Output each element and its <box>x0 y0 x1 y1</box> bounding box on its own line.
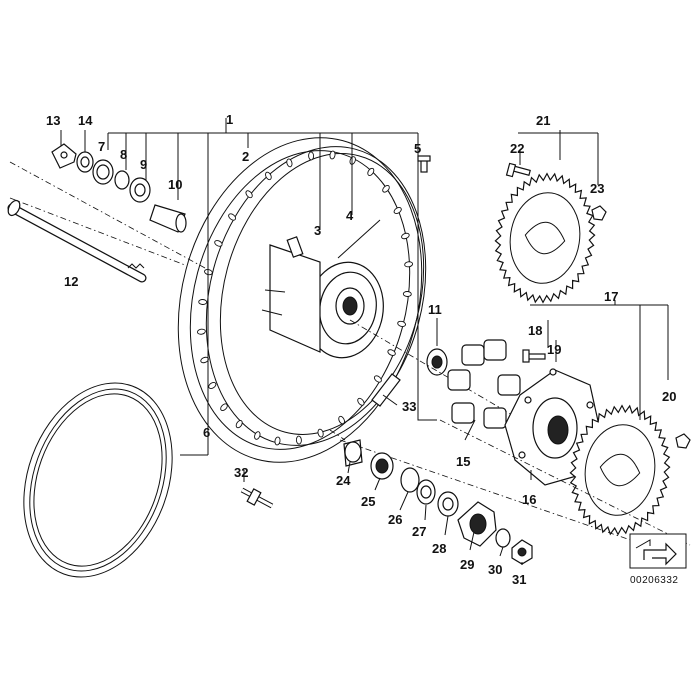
callout-32: 32 <box>234 465 248 480</box>
callout-2: 2 <box>242 149 249 164</box>
rim-hole <box>382 185 390 193</box>
rim-hole <box>265 171 272 181</box>
callout-12: 12 <box>64 274 78 289</box>
callout-1: 1 <box>226 112 233 127</box>
rim-hole <box>196 328 206 335</box>
callout-31: 31 <box>512 572 526 587</box>
rim-hole <box>214 240 223 247</box>
rim-hole <box>308 151 315 161</box>
callout-25: 25 <box>361 494 375 509</box>
leader-lines <box>60 118 669 565</box>
callout-14: 14 <box>78 113 93 128</box>
callout-18: 18 <box>528 323 542 338</box>
sprocket-17 <box>569 404 671 536</box>
rim-hole <box>245 190 253 199</box>
reference-box: 00206332 <box>629 533 687 586</box>
sprocket-21 <box>494 172 596 304</box>
axis-line-upper <box>9 161 206 269</box>
washer-19 <box>549 368 557 376</box>
rim-hole <box>349 156 356 165</box>
right-hub-parts <box>343 439 533 565</box>
diagram-reference-number: 00206332 <box>630 575 679 586</box>
rim-hole <box>373 375 382 383</box>
callout-24: 24 <box>336 473 351 488</box>
callout-8: 8 <box>120 147 127 162</box>
rim-hole <box>393 207 402 214</box>
rim-hole <box>208 382 217 389</box>
rim-hole <box>235 420 243 429</box>
rear-axle <box>7 199 147 283</box>
rim-hole <box>220 403 228 411</box>
rim-hole <box>198 299 208 305</box>
tire-band <box>23 382 173 578</box>
wheel-hub <box>261 236 384 359</box>
rim-hole <box>367 167 375 176</box>
rim-hole <box>404 261 414 268</box>
callout-17: 17 <box>604 289 618 304</box>
callout-labels: 1 2 3 4 5 6 7 8 9 10 11 12 13 14 15 16 1… <box>46 112 676 587</box>
callout-6: 6 <box>203 425 210 440</box>
axis-line-lower <box>9 197 186 266</box>
tire-valve <box>240 487 274 509</box>
cush-drive-rubbers <box>447 339 521 429</box>
nut-23 <box>591 205 607 221</box>
rim-hole <box>228 213 237 221</box>
callout-29: 29 <box>460 557 474 572</box>
callout-10: 10 <box>168 177 182 192</box>
callout-15: 15 <box>456 454 470 469</box>
callout-16: 16 <box>522 492 536 507</box>
bearing-11 <box>426 348 448 376</box>
callout-23: 23 <box>590 181 604 196</box>
callout-5: 5 <box>414 141 421 156</box>
callout-4: 4 <box>346 208 354 223</box>
callout-7: 7 <box>98 139 105 154</box>
callout-28: 28 <box>432 541 446 556</box>
rim-hole <box>357 397 365 406</box>
callout-9: 9 <box>140 157 147 172</box>
spoke <box>337 219 381 259</box>
callout-13: 13 <box>46 113 60 128</box>
callout-22: 22 <box>510 141 524 156</box>
arrow-icon <box>643 542 677 566</box>
callout-30: 30 <box>488 562 502 577</box>
rim-hole <box>397 320 406 327</box>
callout-20: 20 <box>662 389 676 404</box>
rim-hole <box>402 291 412 297</box>
callout-27: 27 <box>412 524 426 539</box>
bolt-22 <box>505 162 531 178</box>
rim-hole <box>401 232 410 240</box>
callout-3: 3 <box>314 223 321 238</box>
rim-hole <box>387 349 396 356</box>
rim-hole <box>254 431 261 440</box>
left-hub-parts <box>51 143 187 233</box>
callout-11: 11 <box>428 302 442 317</box>
callout-33: 33 <box>402 399 416 414</box>
sleeve-33 <box>371 373 401 407</box>
bolt-18 <box>522 349 546 363</box>
valve-screw <box>417 155 431 173</box>
callout-21: 21 <box>536 113 550 128</box>
rim-hole <box>295 435 302 445</box>
rim-hole <box>338 415 345 425</box>
rim-hole <box>329 150 336 160</box>
callout-26: 26 <box>388 512 402 527</box>
callout-19: 19 <box>547 342 561 357</box>
lower-axis-line-2 <box>329 419 691 546</box>
rim-hole <box>317 428 324 438</box>
nut-20 <box>675 433 691 449</box>
rim-hole <box>274 436 281 446</box>
rim-hole <box>286 158 293 168</box>
